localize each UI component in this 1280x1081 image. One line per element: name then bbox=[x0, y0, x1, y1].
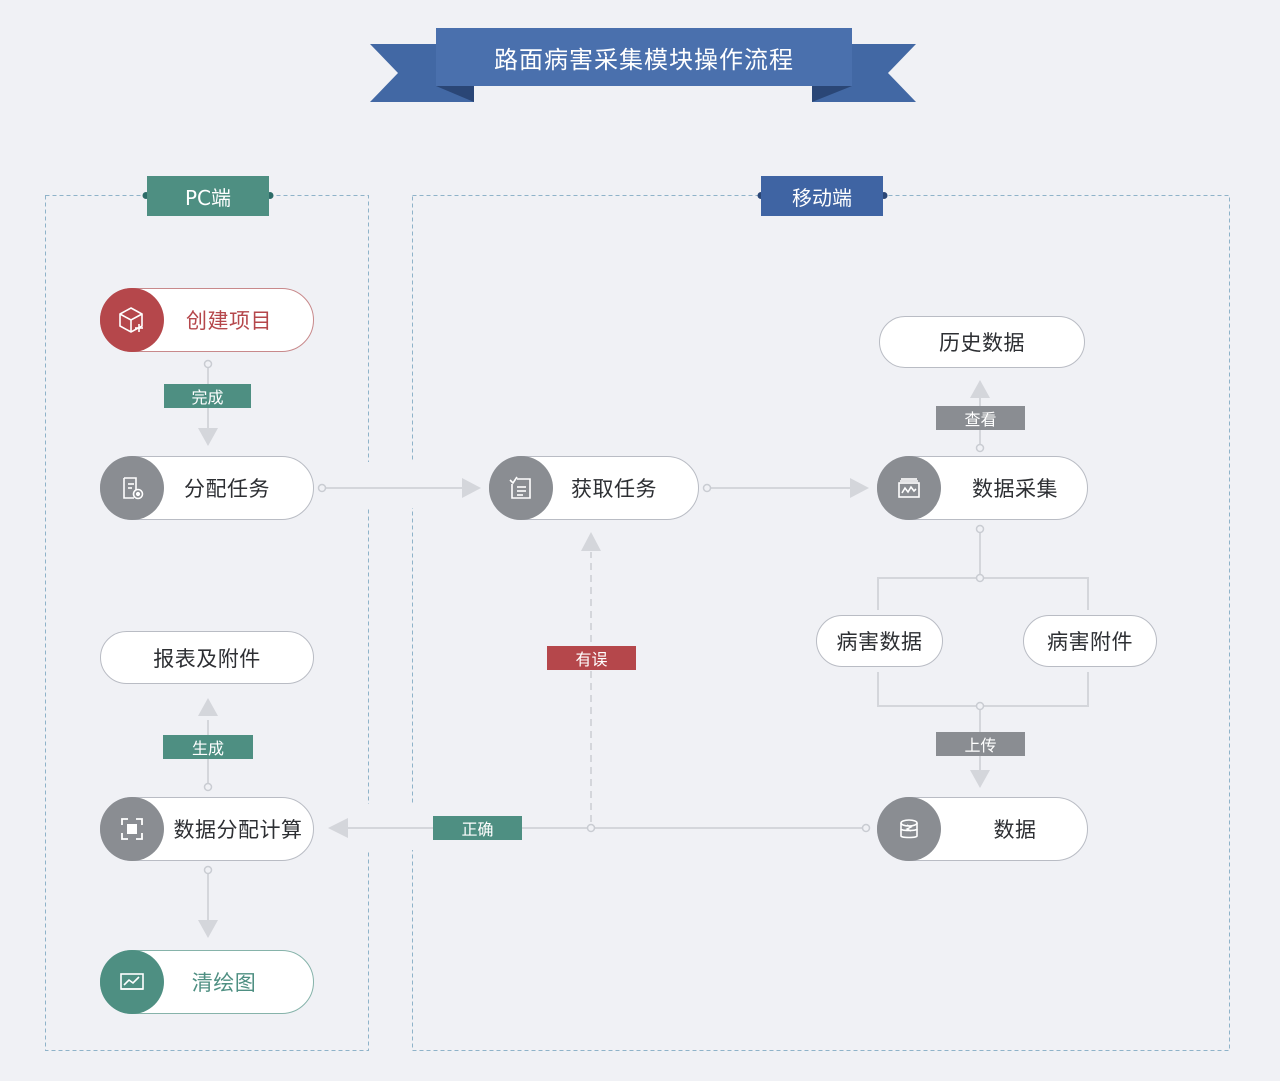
node-label: 获取任务 bbox=[571, 477, 657, 501]
checklist-icon bbox=[489, 456, 553, 520]
node-assign-task[interactable]: 分配任务 bbox=[100, 456, 314, 520]
node-disease-attach[interactable]: 病害附件 bbox=[1023, 615, 1157, 667]
node-clean-map[interactable]: 清绘图 bbox=[100, 950, 314, 1014]
document-gear-icon bbox=[100, 456, 164, 520]
node-label: 数据采集 bbox=[972, 477, 1058, 501]
node-history[interactable]: 历史数据 bbox=[879, 316, 1085, 368]
edge-label-upload: 上传 bbox=[936, 732, 1025, 756]
node-data[interactable]: 数据 bbox=[877, 797, 1088, 861]
section-tag-pc: PC端 bbox=[147, 176, 269, 216]
node-label: 数据 bbox=[993, 818, 1037, 842]
node-label: 清绘图 bbox=[191, 971, 257, 995]
chart-board-icon bbox=[100, 950, 164, 1014]
edge-label-view: 查看 bbox=[936, 406, 1025, 430]
database-icon bbox=[877, 797, 941, 861]
scan-frame-icon bbox=[100, 797, 164, 861]
section-tag-mobile: 移动端 bbox=[761, 176, 883, 216]
edge-label-done: 完成 bbox=[164, 384, 251, 408]
edge-label-error: 有误 bbox=[547, 646, 636, 670]
node-create-project[interactable]: 创建项目 bbox=[100, 288, 314, 352]
node-get-task[interactable]: 获取任务 bbox=[489, 456, 699, 520]
page-title: 路面病害采集模块操作流程 bbox=[494, 45, 794, 74]
node-collect[interactable]: 数据采集 bbox=[877, 456, 1088, 520]
edge-label-generate: 生成 bbox=[163, 735, 253, 759]
node-disease-data[interactable]: 病害数据 bbox=[816, 615, 943, 667]
node-label: 创建项目 bbox=[186, 309, 272, 333]
edge-label-correct: 正确 bbox=[433, 816, 522, 840]
title-ribbon bbox=[370, 28, 916, 102]
node-report[interactable]: 报表及附件 bbox=[100, 631, 314, 684]
monitor-wave-icon bbox=[877, 456, 941, 520]
node-label: 数据分配计算 bbox=[173, 818, 303, 842]
cube-plus-icon bbox=[100, 288, 164, 352]
node-label: 分配任务 bbox=[184, 477, 270, 501]
node-data-compute[interactable]: 数据分配计算 bbox=[100, 797, 314, 861]
